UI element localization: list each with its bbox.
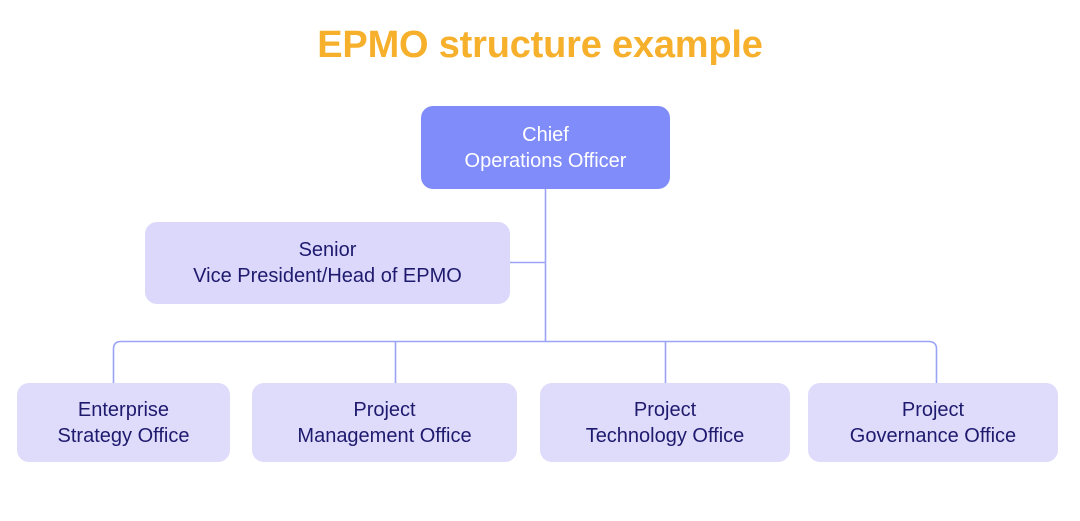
- node-label: Project Technology Office: [585, 398, 745, 447]
- node-label: Project Management Office: [297, 398, 472, 447]
- page-title: EPMO structure example: [317, 24, 763, 66]
- node-label: Senior Vice President/Head of EPMO: [193, 239, 462, 287]
- connector-bus: [112, 340, 938, 383]
- node-project-technology-office[interactable]: Project Technology Office: [540, 383, 790, 462]
- node-project-governance-office[interactable]: Project Governance Office: [808, 383, 1058, 462]
- node-chief-operations-officer[interactable]: Chief Operations Officer: [421, 106, 670, 189]
- node-label: Enterprise Strategy Office: [57, 398, 190, 447]
- node-project-management-office[interactable]: Project Management Office: [252, 383, 517, 462]
- node-enterprise-strategy-office[interactable]: Enterprise Strategy Office: [17, 383, 230, 462]
- node-label: Project Governance Office: [849, 398, 1017, 447]
- node-label: Chief Operations Officer: [464, 123, 627, 172]
- node-senior-vice-president-head-of-epmo[interactable]: Senior Vice President/Head of EPMO: [145, 222, 510, 304]
